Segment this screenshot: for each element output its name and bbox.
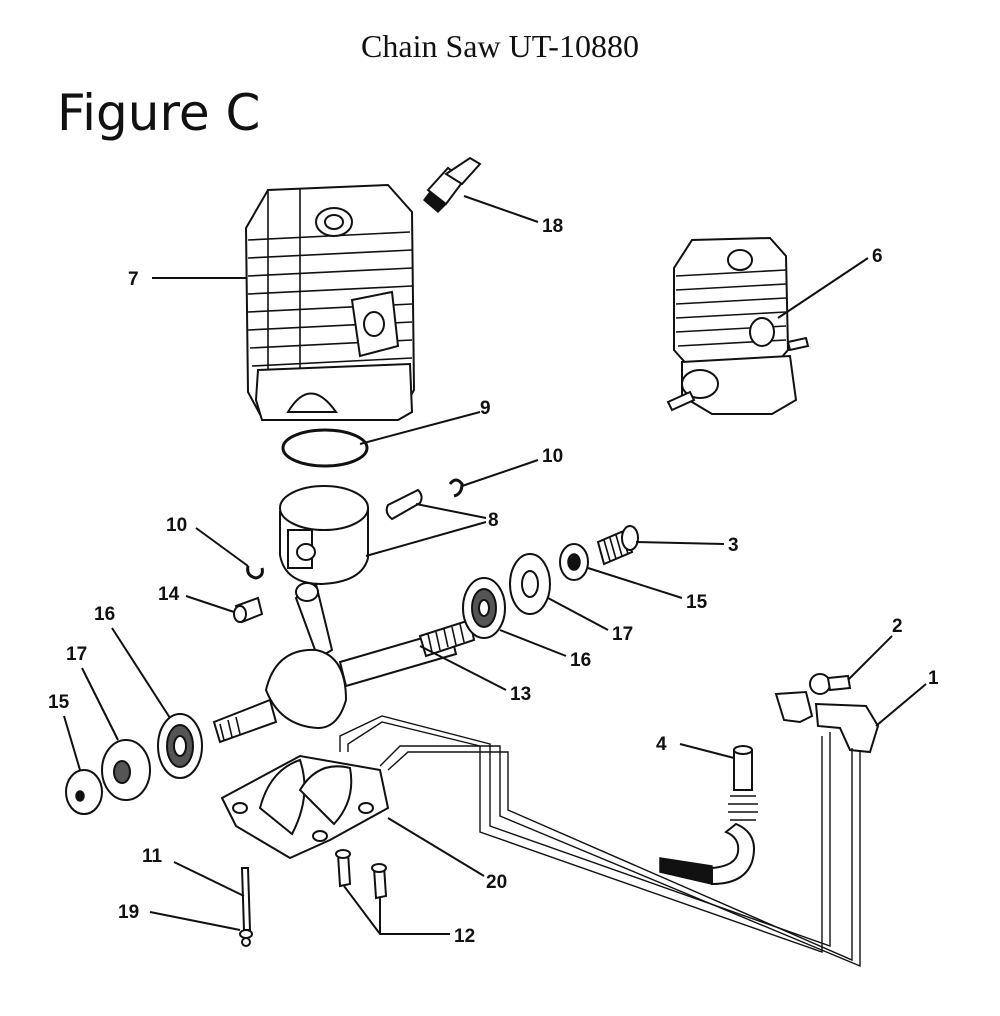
washer-part-15-left — [65, 769, 103, 815]
needle-bearing-part-14 — [233, 596, 264, 624]
washer-part-15-right — [559, 543, 589, 581]
callout-7: 7 — [128, 269, 139, 290]
figure-label: Figure C — [57, 84, 261, 142]
callout-10-upper: 10 — [542, 446, 563, 467]
callout-15-left: 15 — [48, 692, 70, 713]
callout-9: 9 — [480, 398, 491, 419]
callout-19: 19 — [118, 902, 139, 923]
spark-plug-part-18 — [422, 156, 482, 214]
oil-line-route — [339, 715, 831, 947]
callout-11: 11 — [142, 846, 163, 867]
circlip-part-10-lower — [246, 565, 264, 580]
callout-4: 4 — [656, 734, 667, 755]
crankcase-part-20 — [220, 754, 390, 860]
callout-2: 2 — [892, 616, 903, 637]
oil-line-route-4 — [387, 748, 853, 962]
callout-15-right: 15 — [686, 592, 708, 613]
callout-3: 3 — [728, 535, 739, 556]
oil-seal-part-17-right — [509, 553, 551, 615]
circlip-part-10-upper — [448, 478, 464, 498]
screws-part-12 — [335, 849, 388, 900]
callout-12: 12 — [454, 926, 475, 947]
screw-part-2 — [809, 673, 852, 695]
callout-6: 6 — [872, 246, 883, 267]
crankshaft-part-13 — [212, 582, 476, 744]
callout-20: 20 — [486, 872, 507, 893]
bearing-part-16-right — [462, 577, 506, 639]
bracket-part-1 — [774, 690, 880, 754]
callout-17-left: 17 — [66, 644, 87, 665]
callout-16-left: 16 — [94, 604, 115, 625]
leader-lines — [63, 195, 927, 935]
oil-line-route-3 — [379, 745, 861, 968]
callout-17-right: 17 — [612, 624, 633, 645]
piston-part-8 — [279, 485, 423, 586]
page-title: Chain Saw UT-10880 — [361, 28, 639, 64]
callout-16-right: 16 — [570, 650, 591, 671]
callout-13: 13 — [510, 684, 531, 705]
engine-assembly-part-6 — [666, 236, 810, 415]
piston-ring-part-9 — [281, 428, 369, 468]
cylinder-part-7 — [244, 183, 416, 421]
screw-part-11 — [239, 867, 253, 947]
callout-18: 18 — [542, 216, 563, 237]
callout-10-lower: 10 — [166, 515, 187, 536]
spring-part-3 — [596, 525, 639, 566]
bearing-part-16-left — [157, 713, 203, 779]
callout-8: 8 — [488, 510, 499, 531]
callout-1: 1 — [928, 668, 939, 689]
callout-14: 14 — [158, 584, 180, 605]
oil-seal-part-17-left — [101, 739, 151, 801]
oil-hose-part-4 — [659, 745, 758, 886]
